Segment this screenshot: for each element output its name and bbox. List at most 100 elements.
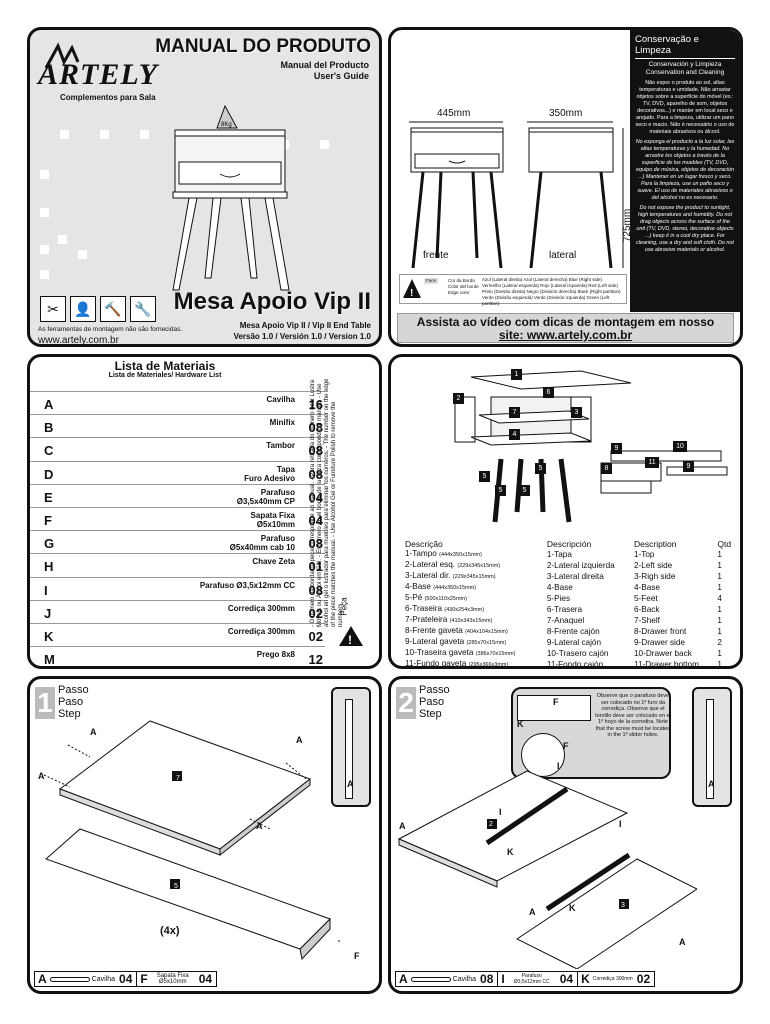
warning-icon: ! <box>339 626 363 647</box>
material-name: Tapa Furo Adesivo <box>244 464 295 483</box>
table-row: 2-Lateral esq. (229x345x15mm) 2-Lateral i… <box>405 560 735 571</box>
material-qty: 08 <box>308 536 323 552</box>
material-qty: 08 <box>308 466 323 482</box>
part-label: 5 <box>535 463 546 474</box>
material-name: Parafuso Ø3,5x40mm CP <box>236 487 295 506</box>
part-qty: 1 <box>717 626 722 636</box>
edge-color-legend: ! Face Cor da Borda Color del borde Edge… <box>399 274 627 306</box>
video-banner[interactable]: Assista ao vídeo com dicas de montagem e… <box>397 313 734 343</box>
part-pt: 2-Lateral esq. (229x345x15mm) <box>405 560 501 569</box>
material-code: I <box>44 582 48 598</box>
letter-i: I <box>499 807 502 817</box>
part-es: 11-Fondo cajón <box>546 659 604 669</box>
letter-a: A <box>529 907 536 917</box>
multiplier-label: (4x) <box>160 925 180 937</box>
drill-icon: 🔧 <box>130 296 156 322</box>
depth-dimension: 350mm <box>549 108 583 119</box>
piece-2-label: 2 <box>489 821 493 828</box>
material-name: Cavilha <box>266 395 295 404</box>
part-es: 9-Lateral cajón <box>546 637 602 647</box>
part-label: 11 <box>645 457 659 468</box>
letter-i: I <box>619 819 622 829</box>
step-2-hardware-footer: A Cavilha 08 I Parafuso Ø3,5x12mm CC 04 … <box>395 971 656 987</box>
part-es: 3-Lateral direita <box>546 571 604 581</box>
manual-title: MANUAL DO PRODUTO <box>155 36 371 57</box>
part-label: 4 <box>509 429 520 440</box>
conservation-box: Conservação e Limpeza Conservación y Lim… <box>630 30 740 312</box>
conservation-sub-en: Conservation and Cleaning <box>645 69 725 76</box>
piece-top-label: 7 <box>176 775 180 782</box>
material-code: C <box>44 443 54 459</box>
part-en: 11-Drawer bottom <box>634 659 699 669</box>
parts-panel: 1 2 3 4 5 5 5 5 6 7 8 9 9 10 11 Descriçã… <box>388 354 743 669</box>
piece-feet-label: 5 <box>174 883 178 890</box>
letter-a: A <box>90 727 97 737</box>
conservation-title: Conservação e Limpeza <box>635 34 735 59</box>
part-label: 10 <box>673 441 687 452</box>
part-label: 8 <box>601 463 612 474</box>
letter-k: K <box>517 719 524 729</box>
width-dimension: 445mm <box>437 108 471 119</box>
material-qty: 01 <box>308 559 323 575</box>
material-qty: 04 <box>308 489 323 505</box>
part-label: 5 <box>479 471 490 482</box>
manual-subtitle: Manual del Producto User's Guide <box>280 60 369 81</box>
col-header: Qtd <box>717 539 732 549</box>
dimensions-panel: 445mm 350mm 725mm frente lateral ! Face … <box>388 27 743 347</box>
materials-subtitle: Lista de Materiales/ Hardware List <box>108 372 222 379</box>
step-1-illustration <box>43 720 340 961</box>
col-header: Descripción <box>546 539 592 549</box>
part-en: 10-Drawer back <box>634 648 692 658</box>
edge-number-note: - O número na borda da peça corresponde … <box>310 378 344 627</box>
material-name: Prego 8x8 <box>256 650 295 660</box>
table-row: 10-Traseira gaveta (386x70x15mm)10-Trase… <box>405 648 735 659</box>
part-label: 5 <box>495 485 506 496</box>
step-1-hardware-footer: A Cavilha 04 F Sapata Fixa Ø5x10mm 04 <box>34 971 218 987</box>
letter-k: K <box>569 903 576 913</box>
conservation-text-pt: Não expor o produto ao sol, altas temper… <box>635 80 735 135</box>
material-name: Chave Zeta <box>252 557 295 567</box>
part-pt: 11-Fundo gaveta (295x366x3mm) <box>405 659 509 668</box>
col-header: Descrição <box>405 539 443 549</box>
website-url[interactable]: www.artely.com.br <box>38 335 119 346</box>
part-qty: 1 <box>717 582 722 592</box>
legend-face-label: Face <box>424 278 439 284</box>
dowel-detail-inset: A <box>692 687 732 807</box>
part-label: 7 <box>509 407 520 418</box>
part-label: 6 <box>543 387 554 398</box>
part-es: 2-Lateral izquierda <box>546 560 615 570</box>
side-view-label: lateral <box>549 250 577 261</box>
letter-a: A <box>256 821 263 831</box>
part-pt: 4-Base (444x350x15mm) <box>405 582 477 591</box>
part-label: 9 <box>611 443 622 454</box>
part-qty: 1 <box>717 615 722 625</box>
artely-logo-icon <box>44 42 80 69</box>
letter-f: F <box>553 697 559 707</box>
letter-a: A <box>679 937 686 947</box>
svg-text:!: ! <box>348 633 352 647</box>
part-en: 9-Drawer side <box>634 637 685 647</box>
table-row: 9-Lateral gaveta (285x70x15mm)9-Lateral … <box>405 637 735 648</box>
part-label: 3 <box>571 407 582 418</box>
piece-label: Peça <box>339 597 349 616</box>
part-en: 3-Righ side <box>634 571 676 581</box>
material-qty: 12 <box>308 652 323 668</box>
material-qty: 08 <box>308 443 323 459</box>
letter-f: F <box>563 741 569 751</box>
part-pt: 3-Lateral dir. (229x345x15mm) <box>405 571 496 580</box>
material-code: A <box>44 397 54 412</box>
